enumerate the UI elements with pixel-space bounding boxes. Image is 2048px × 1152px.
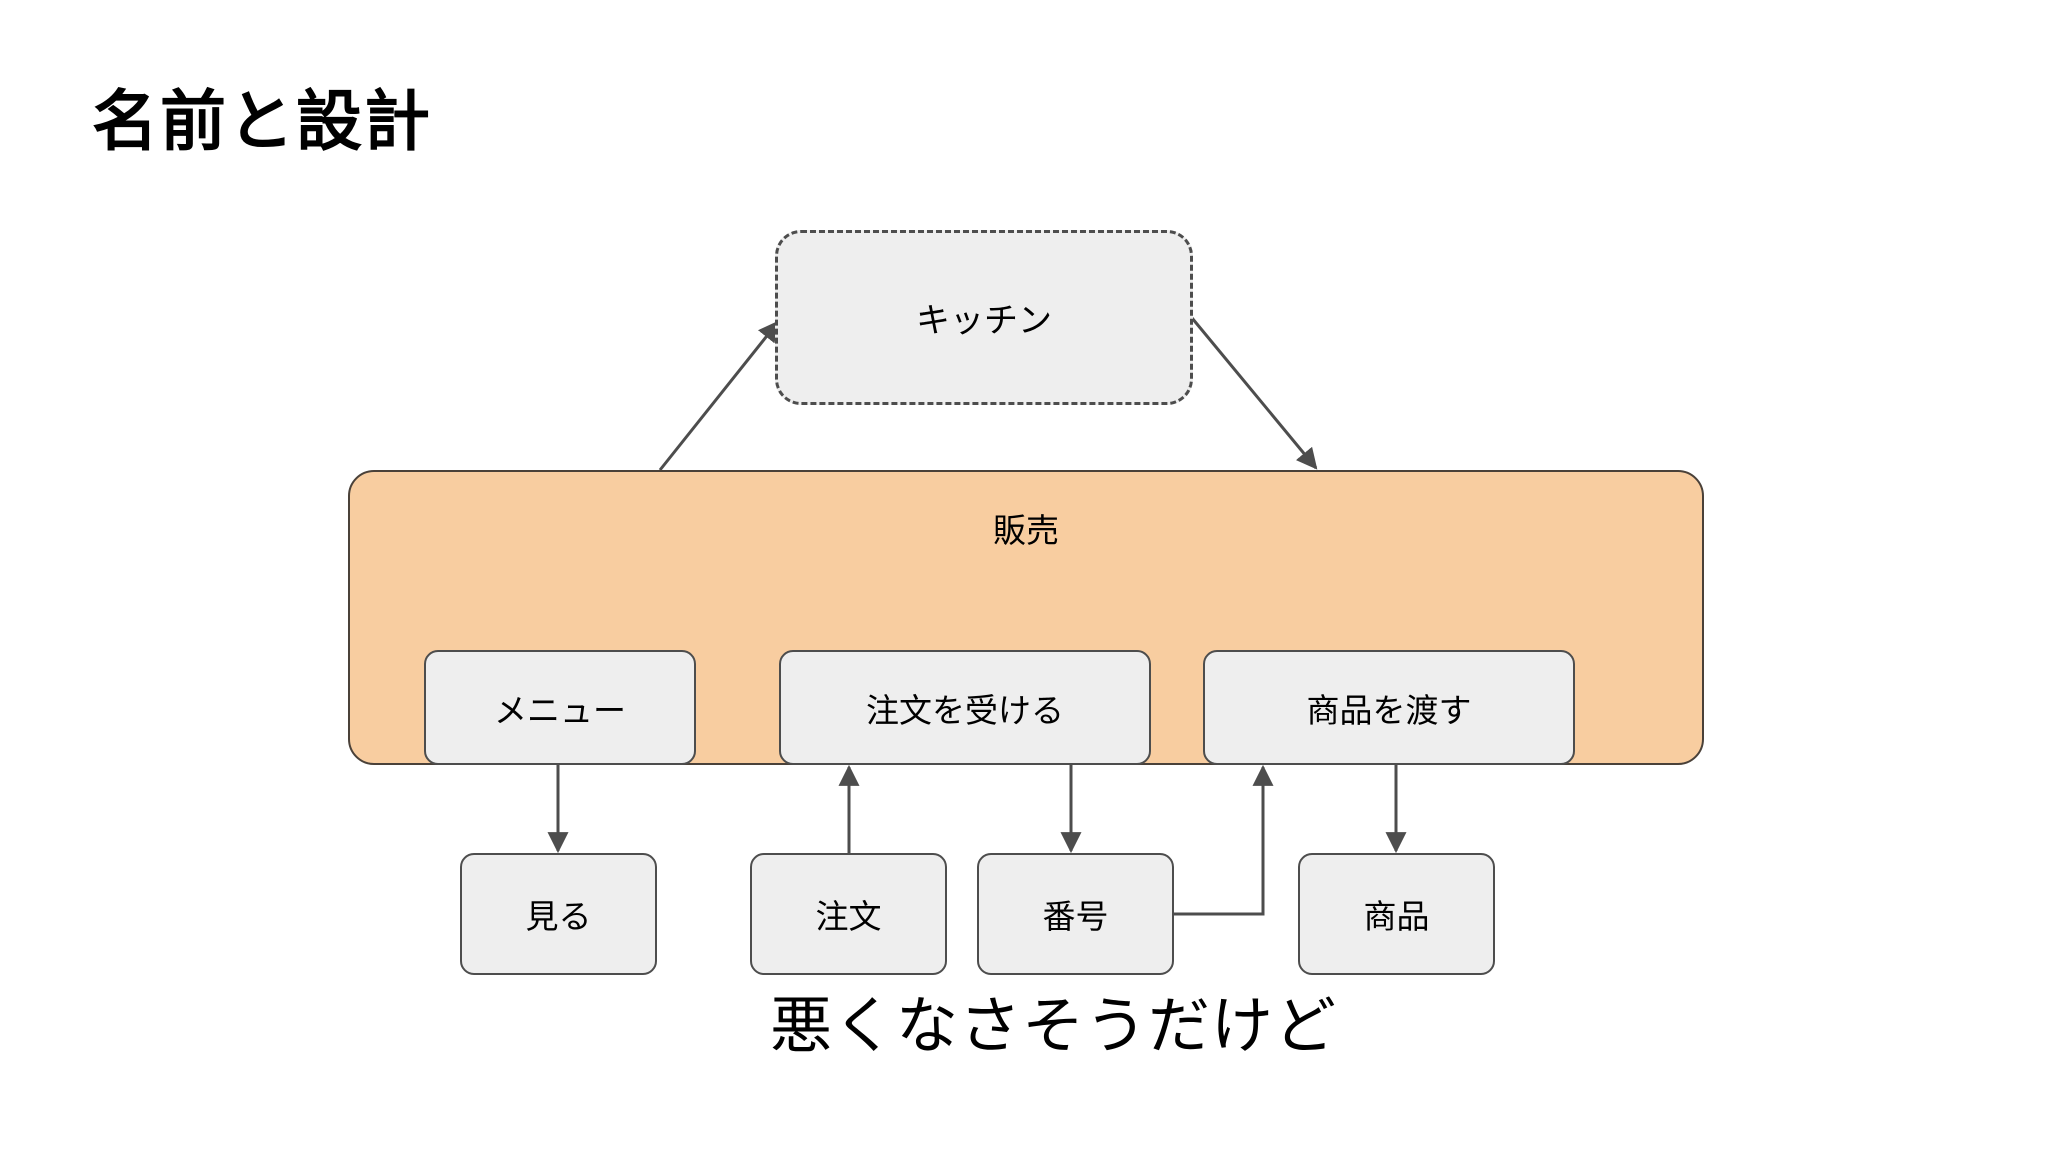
slide-caption: 悪くなさそうだけど xyxy=(770,992,1338,1061)
node-take-order-label: 注文を受ける xyxy=(866,691,1064,729)
node-sales-label: 販売 xyxy=(993,512,1059,549)
node-number[interactable]: 番号 xyxy=(977,853,1174,975)
node-number-label: 番号 xyxy=(1042,898,1109,935)
node-kitchen[interactable]: キッチン xyxy=(775,230,1193,405)
node-menu-label: メニュー xyxy=(494,691,626,729)
node-take-order[interactable]: 注文を受ける xyxy=(779,650,1151,765)
node-order-label: 注文 xyxy=(815,898,882,935)
node-product[interactable]: 商品 xyxy=(1298,853,1495,975)
node-hand-over-label: 商品を渡す xyxy=(1306,691,1472,729)
node-view-label: 見る xyxy=(525,898,592,935)
edge-sales-to-kitchen xyxy=(658,320,780,471)
node-order[interactable]: 注文 xyxy=(750,853,947,975)
node-view[interactable]: 見る xyxy=(460,853,657,975)
edge-number-to-hand-over xyxy=(1174,764,1274,916)
edge-kitchen-to-sales xyxy=(1190,317,1318,470)
node-product-label: 商品 xyxy=(1363,898,1430,935)
node-menu[interactable]: メニュー xyxy=(424,650,696,765)
page-title: 名前と設計 xyxy=(92,84,432,158)
node-hand-over[interactable]: 商品を渡す xyxy=(1203,650,1575,765)
node-kitchen-label: キッチン xyxy=(916,302,1052,340)
